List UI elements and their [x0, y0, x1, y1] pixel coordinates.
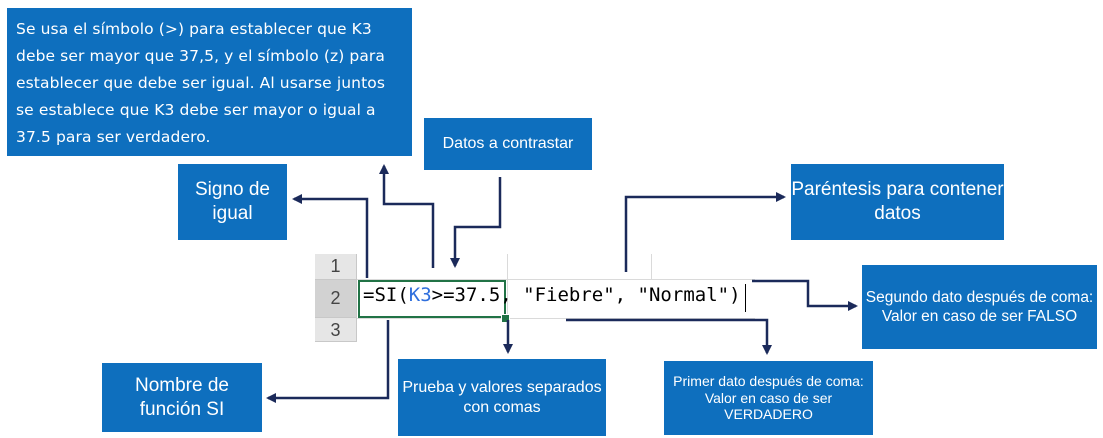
callout-equal-sign: Signo de igual — [178, 164, 287, 240]
arrow-equal-sign — [292, 194, 369, 278]
text-cursor — [745, 284, 746, 312]
callout-parentheses: Paréntesis para contener datos — [791, 164, 1004, 240]
callout-data-to-compare: Datos a contrastar — [424, 118, 592, 170]
arrow-symbols — [379, 164, 435, 268]
arrow-false-value — [752, 279, 858, 311]
arrow-data-compare — [450, 177, 502, 268]
fill-handle[interactable] — [501, 314, 510, 323]
arrow-function-name — [266, 320, 390, 403]
gridline — [357, 318, 755, 319]
formula-cell-reference: K3 — [408, 284, 432, 306]
formula-arguments: >=37.5, "Fiebre", "Normal") — [431, 284, 741, 306]
callout-symbols-explanation: Se usa el símbolo (>) para establecer qu… — [7, 8, 412, 156]
formula-function: =SI( — [363, 284, 409, 306]
gridline — [357, 279, 755, 280]
row-header-3[interactable]: 3 — [315, 318, 357, 342]
gridline — [507, 254, 508, 342]
active-cell[interactable] — [358, 280, 506, 318]
callout-true-value: Primer dato después de coma: Valor en ca… — [664, 361, 873, 435]
arrow-true-value — [566, 318, 772, 355]
callout-false-value: Segundo dato después de coma: Valor en c… — [862, 265, 1097, 349]
formula-text[interactable]: =SI(K3>=37.5, "Fiebre", "Normal") — [363, 284, 741, 306]
gridline — [651, 254, 652, 280]
callout-test-and-values: Prueba y valores separados con comas — [398, 359, 606, 436]
callout-function-name: Nombre de función SI — [102, 363, 262, 432]
row-header-1[interactable]: 1 — [315, 254, 357, 280]
row-header-2[interactable]: 2 — [315, 280, 357, 318]
arrow-parentheses — [624, 192, 786, 272]
